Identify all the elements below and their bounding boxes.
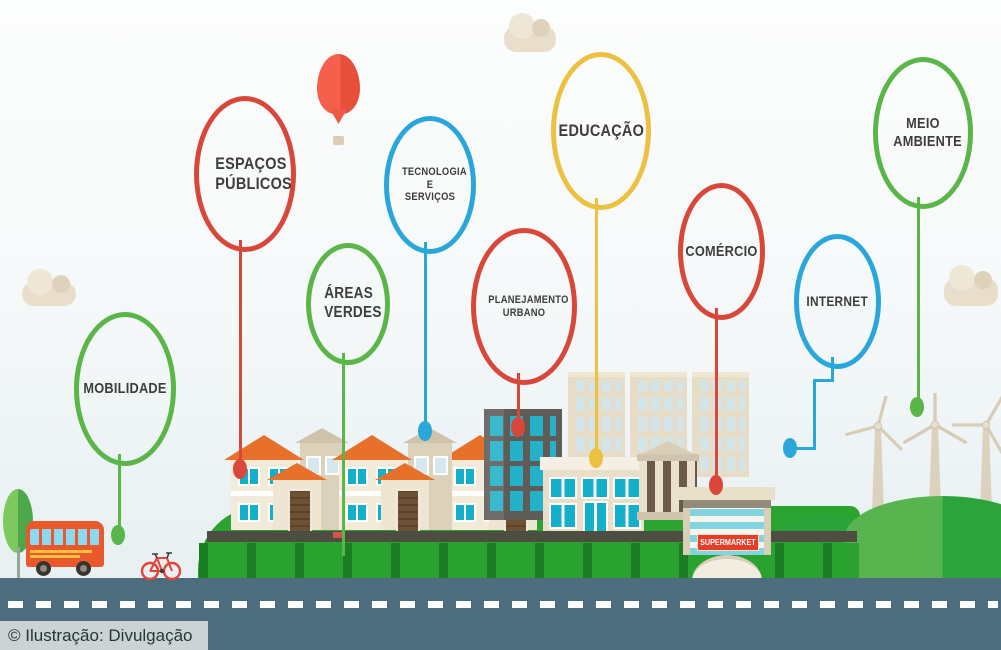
tree-trunk	[17, 547, 20, 578]
topic-tecnologia-label: TECNOLOGIA E SERVIÇOS	[401, 165, 467, 204]
caption-text: © Ilustração: Divulgação	[8, 625, 193, 645]
school-window	[613, 477, 641, 499]
city-street-band	[207, 531, 857, 542]
house-annex	[375, 463, 435, 534]
topic-comercio-label: COMÉRCIO	[685, 242, 758, 260]
bus-stripe	[30, 550, 92, 553]
supermarket-building: SUPERMARKET	[679, 487, 775, 582]
house-window	[346, 467, 368, 486]
school-wall	[543, 470, 644, 534]
topic-mobilidade: MOBILIDADE	[74, 312, 176, 466]
supermarket-sign-label: SUPERMARKET	[700, 538, 756, 547]
apartment-windows	[696, 381, 745, 477]
bus-wheel	[36, 561, 51, 576]
topic-planejamento-label: PLANEJAMENTO URBANO	[488, 293, 569, 319]
house-annex	[267, 463, 327, 534]
road-dashed-line	[8, 601, 998, 608]
apartment-building	[692, 372, 749, 477]
bus-stripe	[30, 555, 80, 558]
house-floor-band	[447, 491, 513, 496]
line-internet-seg2	[813, 379, 834, 382]
topic-planejamento: PLANEJAMENTO URBANO	[471, 228, 577, 385]
house-group	[224, 424, 349, 534]
line-mobilidade	[118, 454, 121, 528]
dot-mobilidade	[111, 525, 125, 545]
bus-wheel	[76, 561, 91, 576]
line-areas-verdes	[342, 353, 345, 556]
house-floor-band	[339, 491, 405, 496]
topic-educacao: EDUCAÇÃO	[551, 52, 651, 210]
dot-internet	[783, 438, 797, 458]
garage-door	[288, 489, 312, 534]
topic-internet: INTERNET	[794, 234, 881, 369]
line-planejamento	[517, 373, 520, 421]
dot-educacao	[589, 448, 603, 468]
house-window	[238, 503, 260, 522]
bank-entablature	[637, 454, 699, 461]
house-group	[332, 424, 457, 534]
house-window	[454, 467, 476, 486]
topic-comercio: COMÉRCIO	[678, 183, 765, 320]
school-window	[549, 477, 577, 499]
topic-mobilidade-label: MOBILIDADE	[83, 380, 167, 398]
supermarket-pillar	[683, 508, 690, 555]
line-comercio	[715, 308, 718, 479]
supermarket-pillar	[764, 508, 771, 555]
wind-turbine-icon	[903, 393, 967, 517]
caption-bar: © Ilustração: Divulgação	[0, 621, 208, 650]
house-back-window	[433, 456, 448, 475]
street-car	[333, 532, 343, 538]
supermarket-sign: SUPERMARKET	[697, 534, 759, 551]
dot-planejamento	[511, 417, 525, 437]
line-internet-seg4	[795, 447, 816, 450]
dot-meio-ambiente	[910, 397, 924, 417]
cloud-icon	[22, 269, 76, 306]
house-floor-band	[231, 491, 297, 496]
house-window	[454, 503, 476, 522]
bus-icon	[26, 521, 106, 578]
dot-espacos-publicos	[233, 459, 247, 479]
bank-pediment	[641, 441, 695, 454]
hot-air-balloon-icon	[317, 54, 361, 150]
topic-tecnologia: TECNOLOGIA E SERVIÇOS	[384, 116, 476, 254]
line-internet-seg1	[831, 357, 834, 382]
bus-windows	[30, 529, 100, 545]
topic-areas-verdes-label: ÁREAS VERDES	[324, 285, 382, 321]
hill-large	[845, 496, 1001, 578]
topic-meio-ambiente-label: MEIO AMBIENTE	[893, 115, 962, 150]
school-entrance-door	[583, 501, 608, 534]
school-building	[540, 457, 647, 540]
bank-base	[637, 512, 699, 520]
supermarket-canopy-underside	[683, 500, 771, 508]
garage-door	[396, 489, 420, 534]
balloon-cone	[330, 109, 347, 124]
line-internet-seg3	[813, 379, 816, 450]
topic-espacos-publicos-label: ESPAÇOS PÚBLICOS	[215, 153, 292, 193]
balloon-envelope	[317, 54, 360, 114]
topic-internet-label: INTERNET	[806, 293, 869, 310]
topic-espacos-publicos: ESPAÇOS PÚBLICOS	[194, 96, 296, 252]
topic-educacao-label: EDUCAÇÃO	[558, 120, 644, 140]
cloud-icon	[504, 13, 556, 52]
topic-areas-verdes: ÁREAS VERDES	[306, 243, 390, 365]
dot-comercio	[709, 475, 723, 495]
wind-turbine-icon	[845, 396, 903, 514]
bicycle-icon	[140, 552, 182, 581]
topic-meio-ambiente: MEIO AMBIENTE	[873, 57, 973, 209]
school-window	[549, 503, 577, 529]
balloon-basket	[333, 136, 344, 145]
line-tecnologia	[424, 242, 427, 424]
line-meio-ambiente	[917, 197, 920, 402]
house-window	[346, 503, 368, 522]
line-educacao	[595, 198, 598, 452]
supermarket-canopy	[679, 487, 775, 500]
school-window	[581, 477, 609, 499]
house-roof	[224, 435, 304, 460]
wind-turbine-icon	[952, 395, 1001, 513]
dot-tecnologia	[418, 421, 432, 441]
office-tower-highlight	[484, 409, 504, 520]
line-espacos-publicos	[239, 240, 242, 462]
cloud-icon	[944, 265, 998, 306]
